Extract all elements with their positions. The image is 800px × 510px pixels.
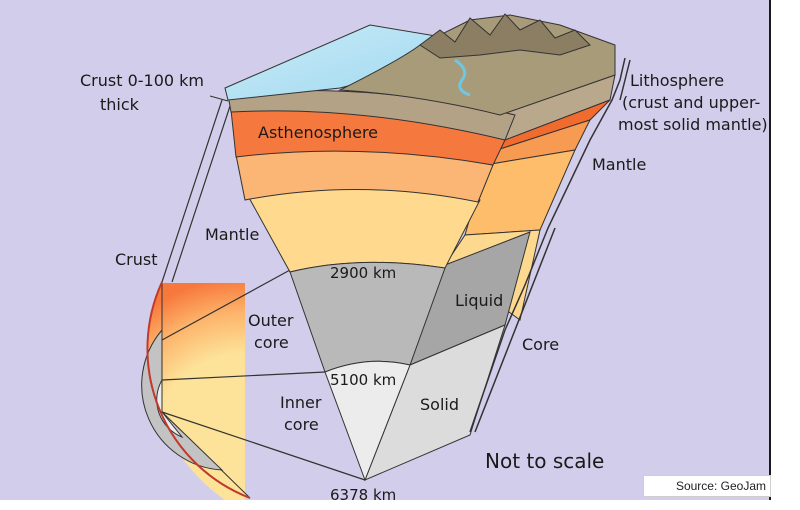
- outer-core-label-2: core: [254, 333, 289, 352]
- depth-5100-label: 5100 km: [330, 371, 396, 389]
- small-mantle-ring: [148, 283, 245, 500]
- solid-label: Solid: [420, 395, 459, 414]
- mountain-peaks: [419, 13, 591, 59]
- depth-6378-label: 6378 km: [330, 486, 396, 504]
- source-caption: Source: GeoJam: [643, 475, 771, 497]
- depth-2900-label: 2900 km: [330, 264, 396, 282]
- inner-core-band: [324, 360, 411, 482]
- wedge-side-face: [364, 74, 616, 481]
- asthenosphere-label: Asthenosphere: [258, 123, 378, 142]
- not-to-scale-label: Not to scale: [485, 449, 604, 473]
- lithosphere-label-1: Lithosphere: [630, 71, 724, 90]
- lithosphere-label-3: most solid mantle): [618, 115, 768, 134]
- lithosphere-label-2: (crust and upper-: [622, 93, 760, 112]
- inner-core-label-1: Inner: [280, 393, 322, 412]
- inner-core-label-2: core: [284, 415, 319, 434]
- crust-label: Crust: [115, 250, 158, 269]
- liquid-label: Liquid: [455, 291, 503, 310]
- small-earth-section: [141, 281, 251, 500]
- surface-top: [224, 13, 616, 116]
- mantle-right-label: Mantle: [592, 155, 646, 174]
- wedge-front-face: [227, 90, 516, 482]
- diagram-labels: Crust 0-100 km thick Asthenosphere Litho…: [80, 71, 768, 504]
- bracket-tick-core: [474, 227, 556, 433]
- connector-lines: [161, 99, 366, 481]
- right-bracket: [469, 57, 626, 433]
- mantle-left-label: Mantle: [205, 225, 259, 244]
- small-inner-core: [156, 378, 184, 439]
- river: [454, 58, 471, 97]
- crust-thickness-label-1: Crust 0-100 km: [80, 71, 204, 90]
- bracket-tick-lithosphere: [619, 59, 631, 101]
- crust-thickness-leader: [209, 95, 229, 102]
- crust-thickness-label-2: thick: [100, 95, 140, 114]
- outer-core-label-1: Outer: [248, 311, 294, 330]
- small-crust-edge: [146, 281, 251, 499]
- core-label: Core: [522, 335, 559, 354]
